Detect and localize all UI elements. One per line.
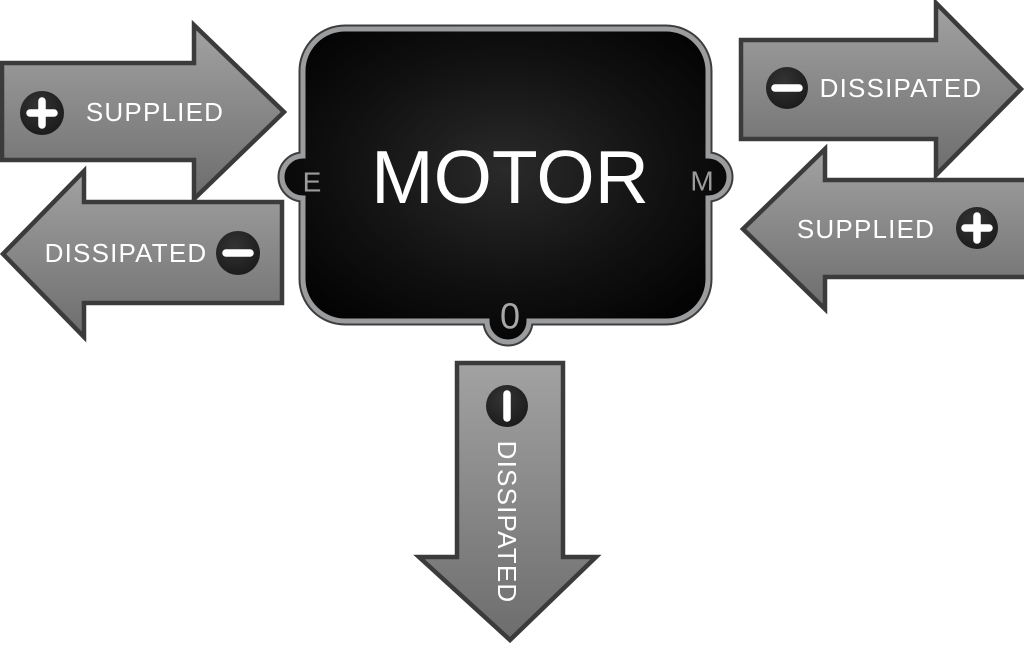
motor-block-body: [279, 26, 732, 345]
arrow-supplied-top-left-shape: [0, 19, 288, 205]
arrow-label: DISSIPATED: [820, 73, 983, 103]
plus-badge: [956, 207, 998, 249]
arrow-supplied-middle-right-shape: [739, 143, 1024, 315]
arrow-dissipated-bottom-shape: [413, 360, 602, 644]
arrow-dissipated-bottom-left-shape: [0, 165, 285, 343]
arrow-dissipated-top-right: DISSIPATED: [738, 0, 1024, 181]
minus-badge: [216, 231, 260, 275]
arrow-dissipated-bottom-left: DISSIPATED: [0, 165, 285, 343]
port-label-e: E: [303, 167, 322, 198]
motor-block: MOTOR E M 0: [277, 24, 734, 347]
arrow-label: SUPPLIED: [86, 97, 224, 127]
minus-badge: [766, 67, 808, 109]
arrow-dissipated-top-right-shape: [738, 0, 1024, 181]
port-label-m: M: [690, 166, 713, 197]
minus-badge: [486, 385, 528, 427]
plus-icon: [26, 97, 58, 129]
arrow-supplied-middle-right: SUPPLIED: [739, 143, 1024, 315]
port-label-0: 0: [500, 296, 520, 337]
arrow-dissipated-bottom: DISSIPATED: [413, 360, 602, 644]
arrow-label: SUPPLIED: [797, 214, 935, 244]
motor-label: MOTOR: [371, 135, 649, 219]
arrow-supplied-top-left: SUPPLIED: [0, 19, 288, 205]
plus-badge: [20, 91, 64, 135]
arrow-label: DISSIPATED: [45, 238, 208, 268]
arrow-label: DISSIPATED: [492, 441, 522, 604]
plus-icon: [961, 212, 993, 244]
